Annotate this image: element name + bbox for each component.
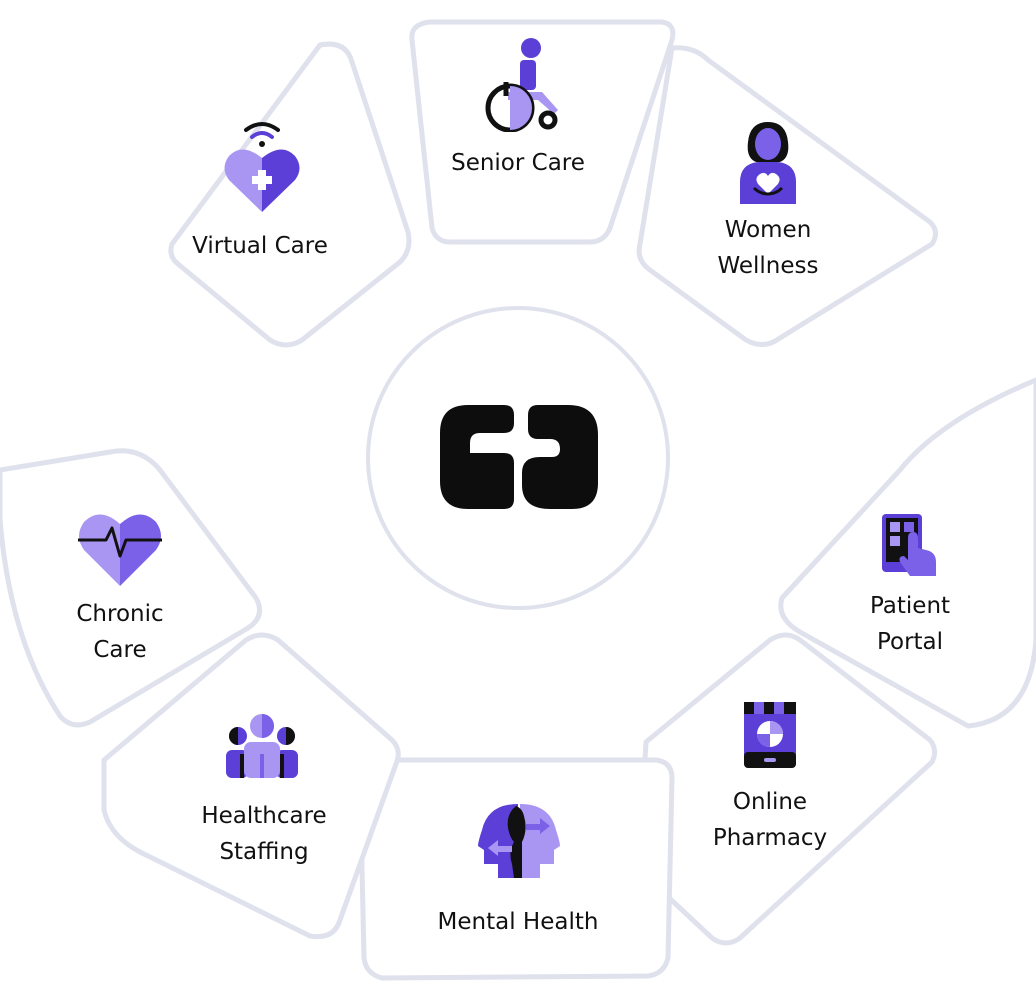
segment-label-patient-portal: Patient Portal <box>869 593 951 655</box>
segment-label-healthcare-staffing: Healthcare Staffing <box>201 803 327 865</box>
heart-pulse-icon <box>78 514 162 586</box>
segment-label-senior-care: Senior Care <box>451 150 585 176</box>
mobile-pharmacy-icon <box>744 702 796 768</box>
wheelchair-icon <box>485 38 558 132</box>
heads-exchange-icon <box>478 804 560 878</box>
logo-a-shape <box>522 405 598 509</box>
segment-label-women-wellness: Women Wellness <box>717 217 819 279</box>
petal-healthcare-staffing <box>101 632 401 940</box>
petal-senior-care <box>409 19 676 245</box>
segment-label-chronic-care: Chronic Care <box>76 601 164 663</box>
segment-label-virtual-care: Virtual Care <box>192 233 328 259</box>
segment-label-mental-health: Mental Health <box>437 909 599 935</box>
petal-chronic-care <box>0 448 263 728</box>
ea-logo <box>440 405 598 509</box>
mobile-touch-icon <box>882 514 936 576</box>
petal-virtual-care <box>168 41 412 348</box>
team-people-icon <box>226 714 298 778</box>
logo-e-shape <box>440 405 514 509</box>
woman-heart-icon <box>740 122 796 204</box>
center-circle <box>366 306 670 610</box>
heart-wifi-icon <box>224 122 300 212</box>
segment-label-online-pharmacy: Online Pharmacy <box>712 789 828 851</box>
